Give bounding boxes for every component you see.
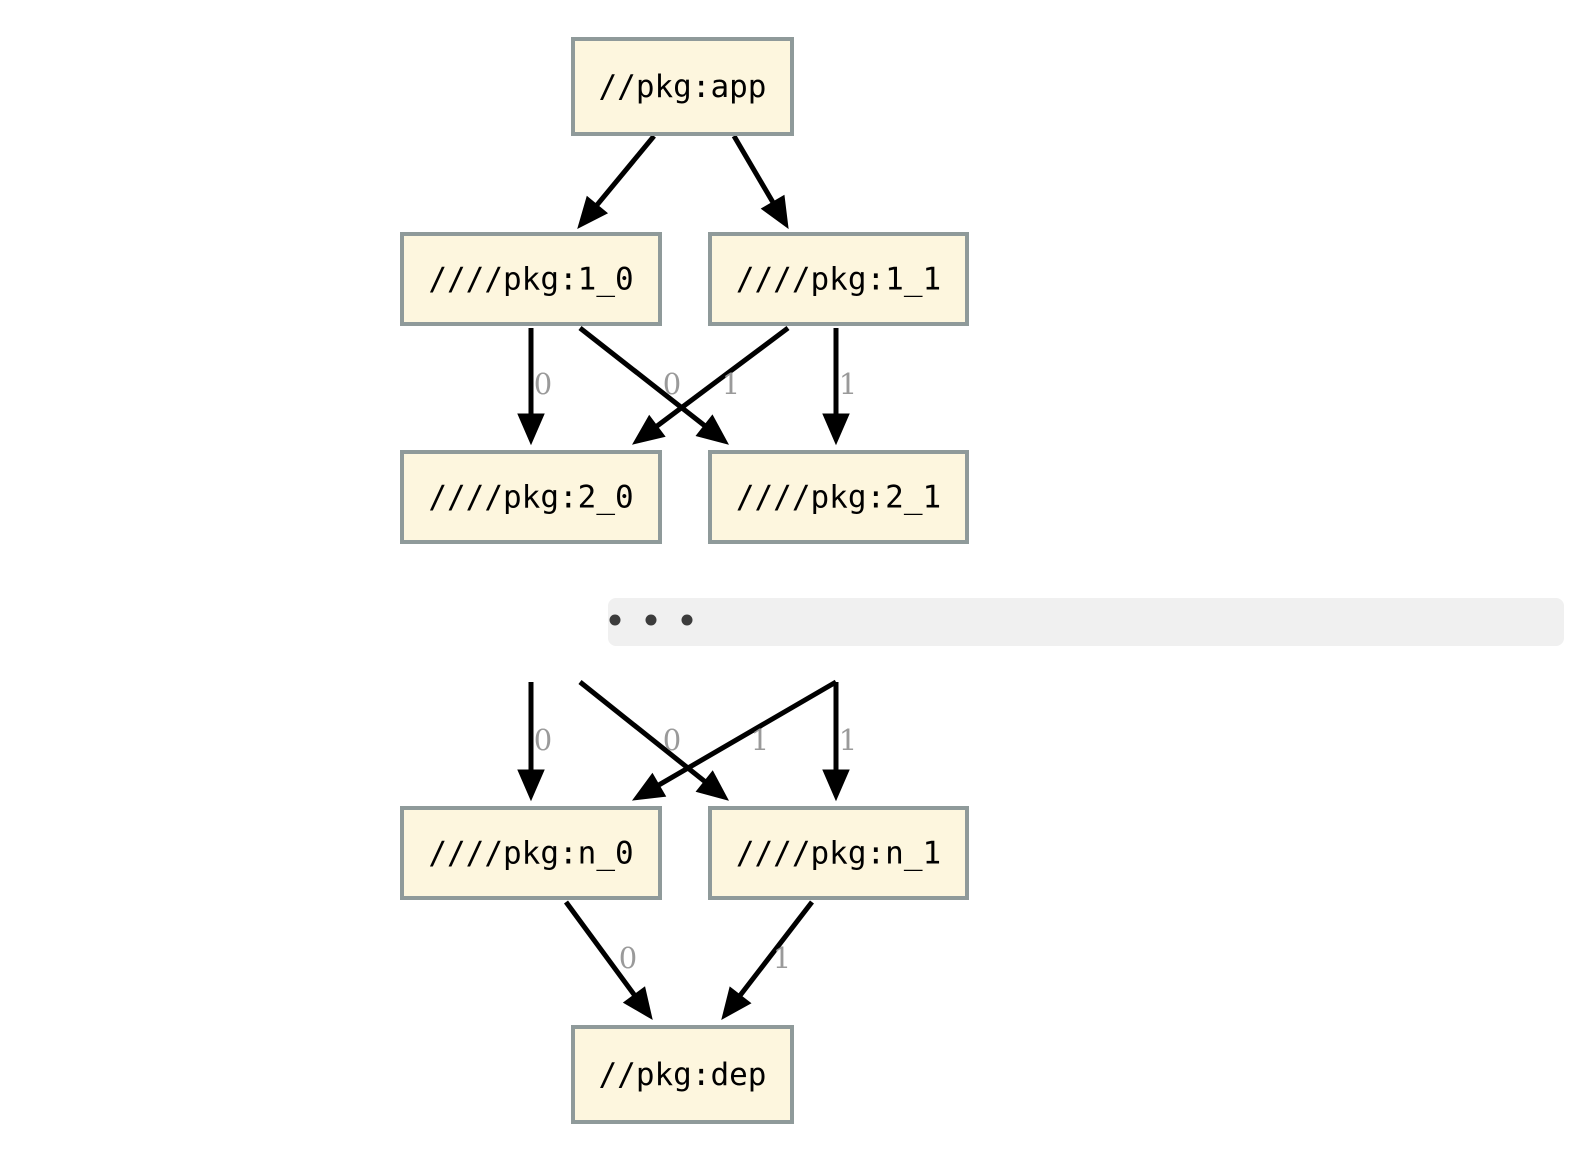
edge-label: 0 bbox=[663, 367, 681, 401]
edge-label: 0 bbox=[663, 723, 681, 757]
edge-line bbox=[563, 900, 639, 1000]
graph-edge: 0 bbox=[563, 900, 653, 1021]
edge-label: 1 bbox=[722, 367, 740, 401]
node-box[interactable] bbox=[400, 232, 662, 326]
edge-line bbox=[651, 325, 790, 431]
edge-arrowhead bbox=[517, 769, 545, 802]
graph-edge: 1 bbox=[631, 679, 838, 801]
edge-arrowhead bbox=[695, 414, 729, 445]
graph-node-n1_1[interactable]: ////pkg:1_1 bbox=[708, 232, 969, 326]
edge-line bbox=[592, 134, 656, 210]
edge-label: 0 bbox=[534, 367, 552, 401]
ellipsis-separator bbox=[608, 598, 1564, 646]
graph-edge: 1 bbox=[822, 682, 857, 802]
graph-edge: 1 bbox=[822, 328, 857, 446]
edge-label: 0 bbox=[534, 723, 552, 757]
edge-arrowhead bbox=[631, 772, 667, 801]
edges-layer: 0 0 1 1 0 0 1 1 0 1 bbox=[517, 134, 857, 1021]
edge-label: 1 bbox=[751, 723, 769, 757]
edge-arrowhead bbox=[577, 195, 609, 229]
edge-arrowhead bbox=[822, 413, 850, 446]
node-label: ////pkg:n_1 bbox=[736, 836, 941, 872]
edge-arrowhead bbox=[822, 769, 850, 802]
edge-line bbox=[735, 900, 814, 1001]
node-box[interactable] bbox=[571, 37, 794, 136]
graph-node-nn_1[interactable]: ////pkg:n_1 bbox=[708, 806, 969, 900]
graph-edge: 0 bbox=[517, 328, 552, 446]
edge-line bbox=[653, 679, 838, 790]
edge-label: 0 bbox=[619, 941, 637, 975]
node-box[interactable] bbox=[708, 806, 969, 900]
graph-node-nn_0[interactable]: ////pkg:n_0 bbox=[400, 806, 662, 900]
edge-arrowhead bbox=[622, 986, 653, 1021]
graph-node-n2_1[interactable]: ////pkg:2_1 bbox=[708, 450, 969, 544]
node-box[interactable] bbox=[571, 1025, 794, 1124]
node-box[interactable] bbox=[708, 450, 969, 544]
node-label: //pkg:dep bbox=[599, 1057, 767, 1093]
edge-label: 1 bbox=[839, 367, 857, 401]
node-label: //pkg:app bbox=[599, 69, 767, 105]
edge-arrowhead bbox=[760, 194, 789, 230]
edge-arrowhead bbox=[517, 413, 545, 446]
graph-edge: 0 bbox=[578, 326, 729, 445]
node-box[interactable] bbox=[400, 806, 662, 900]
node-label: ////pkg:2_1 bbox=[736, 480, 941, 516]
node-label: ////pkg:1_1 bbox=[736, 262, 941, 298]
graph-node-n2_0[interactable]: ////pkg:2_0 bbox=[400, 450, 662, 544]
node-label: ////pkg:n_0 bbox=[428, 836, 633, 872]
graph-node-app[interactable]: //pkg:app bbox=[571, 37, 794, 136]
edge-line bbox=[578, 326, 710, 431]
edge-label: 1 bbox=[839, 723, 857, 757]
graph-node-n1_0[interactable]: ////pkg:1_0 bbox=[400, 232, 662, 326]
ellipsis-dot bbox=[645, 614, 657, 626]
edge-arrowhead bbox=[721, 986, 752, 1020]
nodes-layer: //pkg:app ////pkg:1_0 ////pkg:1_1 ////pkg:2… bbox=[400, 37, 969, 1124]
ellipsis-band bbox=[608, 598, 1564, 646]
graph-edge bbox=[577, 134, 656, 229]
edge-label: 1 bbox=[773, 941, 791, 975]
node-box[interactable] bbox=[708, 232, 969, 326]
ellipsis-dot bbox=[681, 614, 693, 626]
edge-arrowhead bbox=[631, 414, 666, 445]
graph-edge: 1 bbox=[721, 900, 814, 1020]
graph-node-dep[interactable]: //pkg:dep bbox=[571, 1025, 794, 1124]
graph-edge: 1 bbox=[631, 325, 790, 445]
edge-line bbox=[731, 134, 778, 208]
ellipsis-dot bbox=[609, 614, 621, 626]
node-label: ////pkg:1_0 bbox=[428, 262, 633, 298]
node-box[interactable] bbox=[400, 450, 662, 544]
node-label: ////pkg:2_0 bbox=[428, 480, 633, 516]
graph-edge: 0 bbox=[517, 682, 552, 802]
graph-edge bbox=[731, 134, 789, 230]
edge-arrowhead bbox=[695, 770, 729, 801]
